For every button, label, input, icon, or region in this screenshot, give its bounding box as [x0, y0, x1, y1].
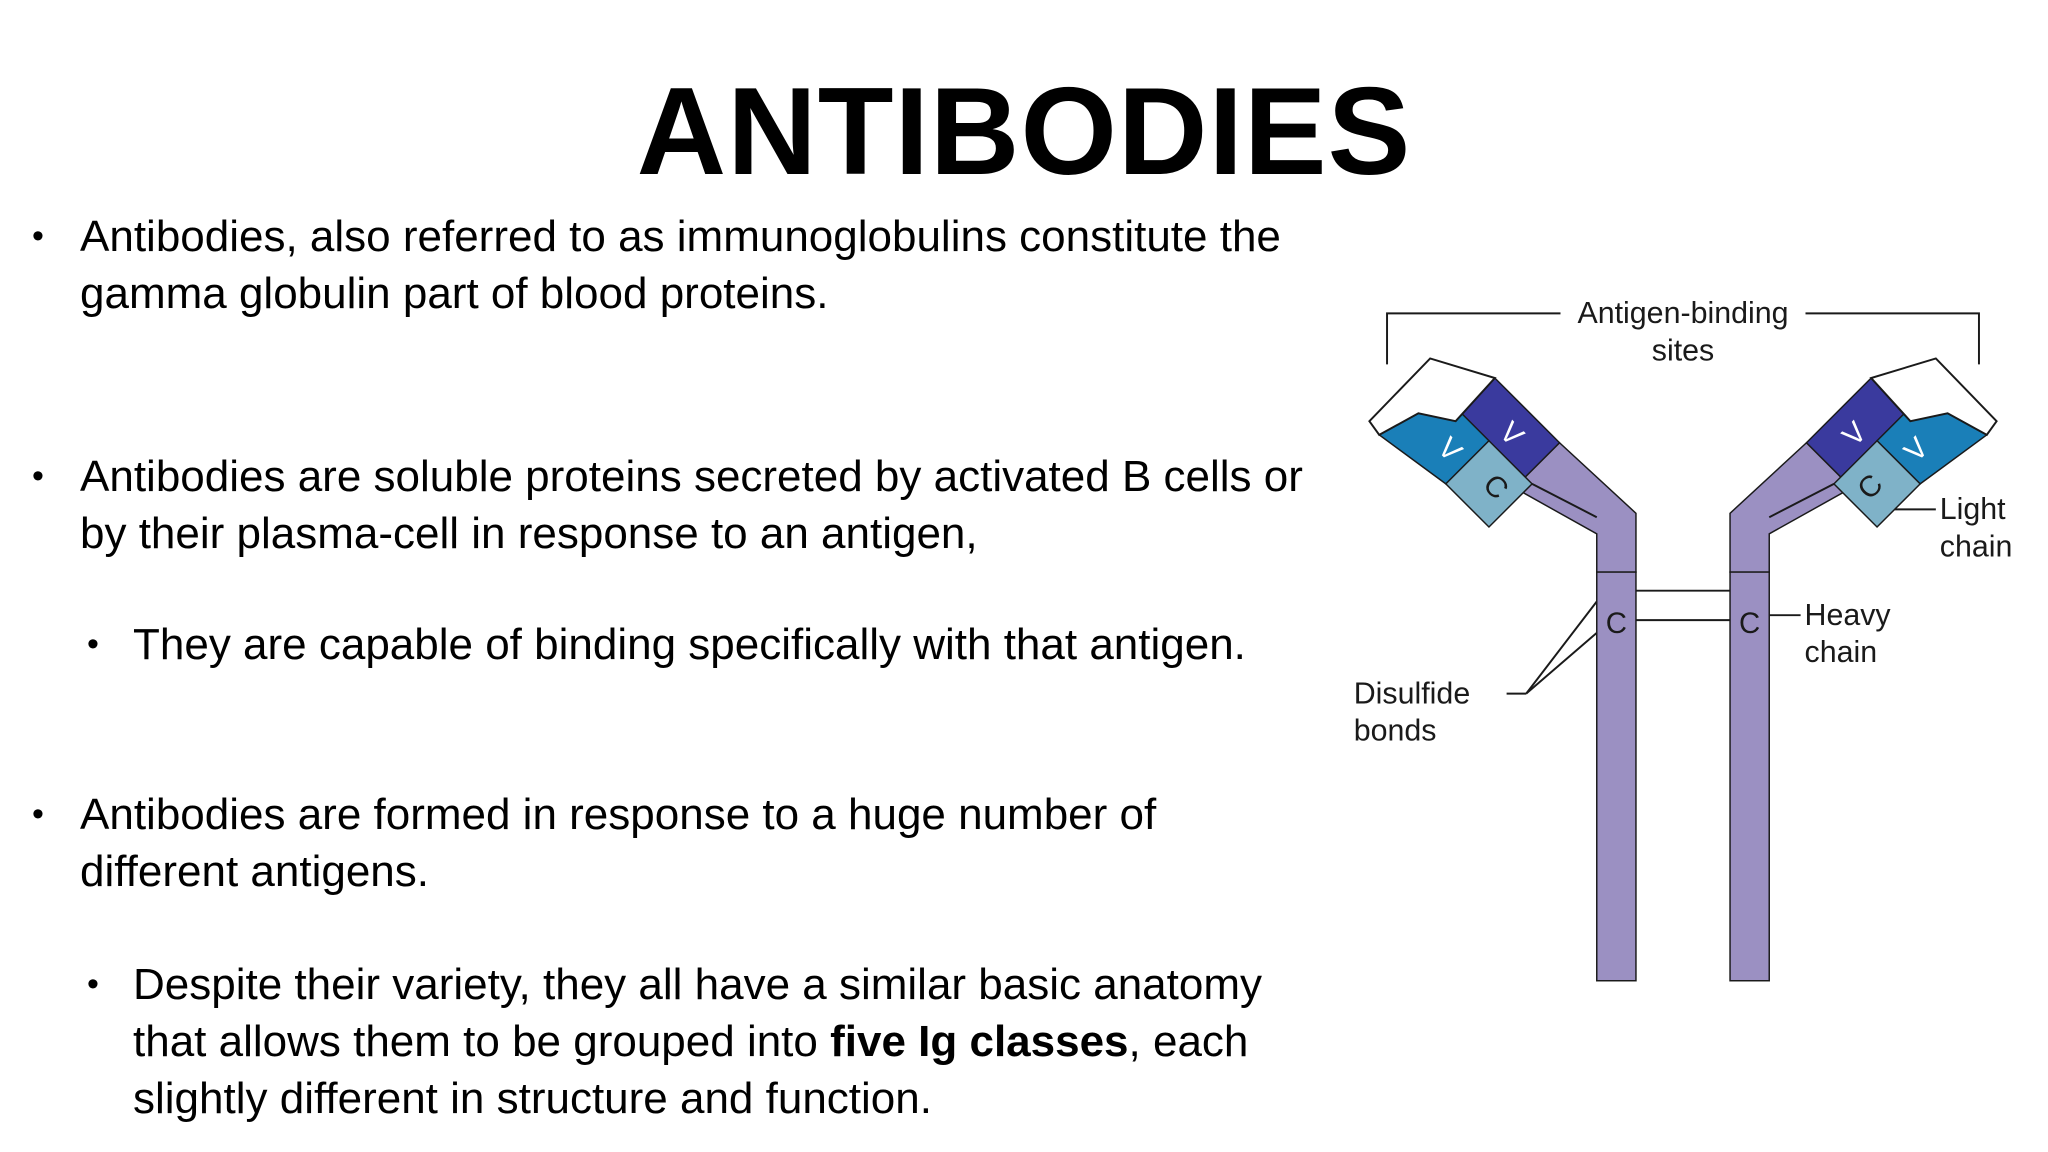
disulfide-label: bonds [1354, 714, 1437, 748]
heavy-chain-label: chain [1805, 635, 1878, 669]
bullet-list: • Antibodies, also referred to as immuno… [32, 208, 1333, 1127]
bullet-dot-icon: • [87, 965, 99, 1003]
antigen-binding-label: Antigen-binding [1577, 296, 1788, 330]
light-chain-label: Light [1940, 492, 2006, 526]
antigen-binding-label: sites [1652, 333, 1714, 367]
light-constant-left [1444, 439, 1534, 529]
heavy-chain-label: Heavy [1805, 598, 1892, 632]
light-constant-right [1832, 439, 1922, 529]
bullet-item: • Antibodies are formed in response to a… [32, 786, 1320, 900]
antibody-diagram: V V V V C C C C Antigen-binding sites Li… [1340, 280, 2040, 1020]
bullet-text-part: Despite their variety, they all have a s… [133, 960, 1263, 1066]
heavy-stem-right [1729, 571, 1770, 982]
disulfide-label: Disulfide [1354, 676, 1471, 710]
sub-bullet-item: • Despite their variety, they all have a… [87, 956, 1333, 1127]
domain-letter: C [1739, 607, 1760, 640]
bullet-dot-icon: • [32, 217, 44, 255]
light-chain-label: chain [1940, 529, 2013, 563]
domain-letter: C [1606, 607, 1627, 640]
bullet-emphasis: five Ig classes [830, 1017, 1129, 1066]
bullet-text: Antibodies are soluble proteins secreted… [80, 452, 1303, 558]
bullet-dot-icon: • [32, 457, 44, 495]
bullet-text: Antibodies are formed in response to a h… [80, 790, 1157, 896]
disulfide-bond-light-left [1531, 483, 1598, 519]
bullet-text: Antibodies, also referred to as immunogl… [80, 212, 1281, 318]
disulfide-bond-light-right [1768, 483, 1835, 519]
binding-site-left [1368, 357, 1497, 437]
binding-site-right [1869, 357, 1998, 437]
bullet-item: • Antibodies, also referred to as immuno… [32, 208, 1320, 322]
bullet-dot-icon: • [87, 625, 99, 663]
slide-title: ANTIBODIES [636, 63, 1412, 201]
bullet-dot-icon: • [32, 795, 44, 833]
bullet-text: They are capable of binding specifically… [133, 620, 1246, 669]
disulfide-pointer-2 [1525, 632, 1598, 695]
antigen-bracket-right [1805, 312, 1980, 365]
antigen-bracket-left [1386, 312, 1561, 365]
bullet-text-part: , each slightly different in structure a… [133, 1017, 1249, 1123]
antibody-svg: V V V V C C C C Antigen-binding sites Li… [1354, 296, 2013, 982]
sub-bullet-item: • They are capable of binding specifical… [87, 616, 1333, 673]
bullet-item: • Antibodies are soluble proteins secret… [32, 448, 1320, 562]
heavy-stem-left [1596, 571, 1637, 982]
disulfide-pointer-1 [1525, 600, 1598, 695]
